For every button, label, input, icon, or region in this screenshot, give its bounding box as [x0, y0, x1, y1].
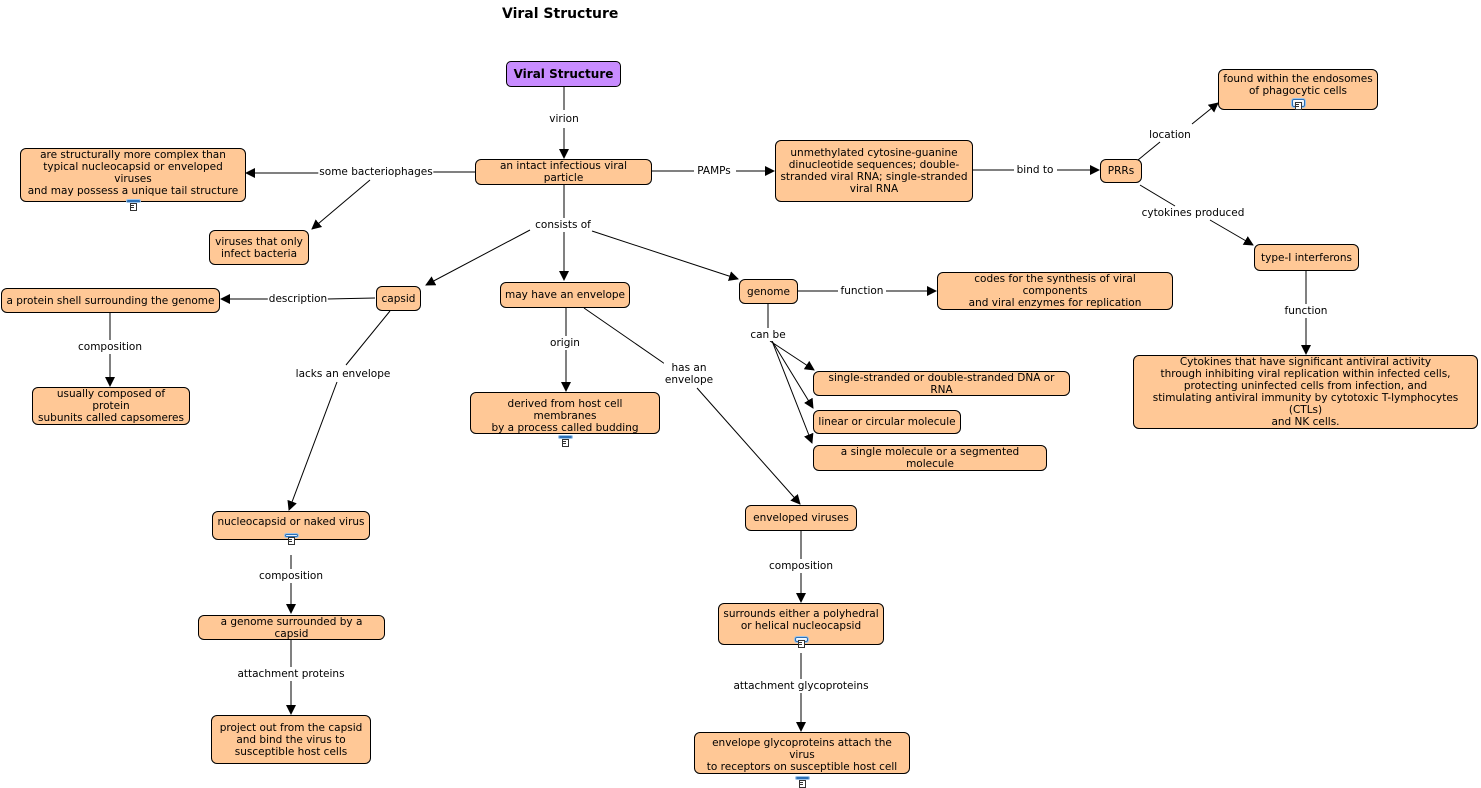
node-label: a genome surrounded by a capsid — [220, 615, 363, 640]
document-icon[interactable] — [558, 436, 572, 447]
node-label: found within the endosomes of phagocytic… — [1223, 73, 1373, 97]
link-label-attachment-glycoproteins: attachment glycoproteins — [732, 680, 870, 692]
node-label: type-I interferons — [1261, 251, 1352, 264]
node-intact-particle[interactable]: an intact infectious viral particle — [475, 159, 652, 185]
node-capsid[interactable]: capsid — [376, 286, 421, 311]
node-cytokines-activity[interactable]: Cytokines that have significant antivira… — [1133, 355, 1478, 429]
node-label: may have an envelope — [505, 289, 625, 301]
node-glycoproteins[interactable]: envelope glycoproteins attach the virus … — [694, 732, 910, 788]
node-label: surrounds either a polyhedral or helical… — [723, 608, 879, 632]
node-label: enveloped viruses — [753, 512, 849, 524]
link-label-virion: virion — [548, 113, 580, 125]
node-label: envelope glycoproteins attach the virus … — [706, 737, 898, 773]
link-label-bind-to: bind to — [1015, 164, 1055, 176]
node-bacteriophage-complex[interactable]: are structurally more complex than typic… — [20, 148, 246, 211]
node-dna-rna[interactable]: single-stranded or double-stranded DNA o… — [813, 371, 1070, 396]
node-prrs[interactable]: PRRs — [1100, 159, 1142, 183]
link-label-location: location — [1148, 129, 1192, 141]
link-label-attachment-proteins: attachment proteins — [236, 668, 346, 680]
link-label-can-be: can be — [749, 329, 787, 341]
node-label: unmethylated cytosine-guanine dinucleoti… — [780, 147, 968, 195]
node-pamps-values[interactable]: unmethylated cytosine-guanine dinucleoti… — [775, 140, 973, 202]
link-label-function-interferon: function — [1283, 305, 1329, 317]
node-label: nucleocapsid or naked virus — [217, 516, 365, 528]
document-icon[interactable] — [795, 777, 809, 788]
node-capsomeres[interactable]: usually composed of protein subunits cal… — [32, 387, 190, 425]
node-label: viruses that only infect bacteria — [215, 235, 303, 260]
document-icon[interactable] — [284, 534, 298, 545]
node-label: PRRs — [1107, 165, 1135, 177]
document-icon[interactable] — [1291, 99, 1305, 110]
link-label-composition-nucleocapsid: composition — [257, 570, 325, 582]
node-single-segmented[interactable]: a single molecule or a segmented molecul… — [813, 445, 1047, 471]
node-label: capsid — [381, 292, 416, 305]
link-label-description: description — [267, 293, 329, 305]
link-label-function-genome: function — [839, 285, 885, 297]
node-interferons[interactable]: type-I interferons — [1254, 244, 1359, 271]
node-label: Cytokines that have significant antivira… — [1152, 356, 1459, 428]
node-bacteria-viruses[interactable]: viruses that only infect bacteria — [209, 230, 309, 265]
node-envelope[interactable]: may have an envelope — [500, 282, 630, 308]
node-label: genome — [747, 285, 790, 298]
page-title: Viral Structure — [502, 6, 619, 22]
node-viral-structure[interactable]: Viral Structure — [506, 61, 621, 87]
document-icon[interactable] — [126, 199, 140, 211]
node-protein-shell[interactable]: a protein shell surrounding the genome — [1, 288, 220, 313]
node-label: are structurally more complex than typic… — [27, 148, 239, 197]
document-icon[interactable] — [794, 637, 808, 648]
node-surrounds[interactable]: surrounds either a polyhedral or helical… — [718, 603, 884, 648]
node-linear-circular[interactable]: linear or circular molecule — [813, 410, 961, 434]
node-nucleocapsid[interactable]: nucleocapsid or naked virus — [212, 511, 370, 545]
link-label-pamps: PAMPs — [696, 165, 732, 177]
link-label-cytokines-produced: cytokines produced — [1140, 207, 1246, 219]
node-label: usually composed of protein subunits cal… — [38, 388, 184, 424]
node-codes-synthesis[interactable]: codes for the synthesis of viral compone… — [937, 272, 1173, 310]
node-label: derived from host cell membranes by a pr… — [491, 398, 639, 434]
node-budding[interactable]: derived from host cell membranes by a pr… — [470, 392, 660, 447]
link-label-consists-of: consists of — [534, 219, 592, 231]
node-label: single-stranded or double-stranded DNA o… — [828, 371, 1055, 396]
link-label-origin: origin — [549, 337, 581, 349]
node-label: a single molecule or a segmented molecul… — [840, 446, 1020, 470]
node-label: project out from the capsid and bind the… — [219, 721, 363, 758]
link-label-composition-capsid: composition — [76, 341, 144, 353]
node-label: Viral Structure — [513, 67, 614, 81]
node-genome-capsid[interactable]: a genome surrounded by a capsid — [198, 615, 385, 640]
link-label-has-envelope: has an envelope — [663, 362, 715, 386]
node-label: a protein shell surrounding the genome — [6, 294, 215, 307]
node-project-out[interactable]: project out from the capsid and bind the… — [211, 715, 371, 764]
node-label: codes for the synthesis of viral compone… — [968, 273, 1142, 309]
node-enveloped-viruses[interactable]: enveloped viruses — [745, 505, 857, 531]
node-label: an intact infectious viral particle — [500, 160, 627, 184]
link-label-some-bacteriophages: some bacteriophages — [318, 166, 434, 178]
node-genome[interactable]: genome — [739, 279, 798, 304]
link-label-lacks-envelope: lacks an envelope — [294, 368, 392, 380]
node-label: linear or circular molecule — [818, 416, 956, 428]
link-label-composition-enveloped: composition — [767, 560, 835, 572]
node-endosomes[interactable]: found within the endosomes of phagocytic… — [1218, 69, 1378, 110]
